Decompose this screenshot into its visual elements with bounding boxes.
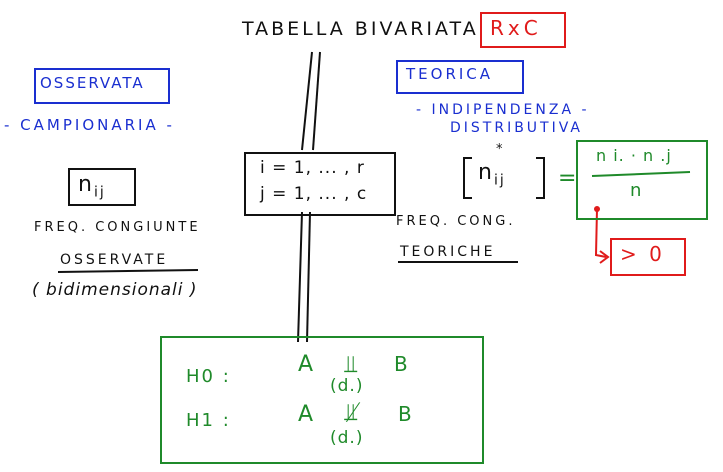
hypotheses-box xyxy=(160,336,484,464)
teoriche-label: TEORICHE xyxy=(400,244,496,260)
h0-note: (d.) xyxy=(330,376,364,396)
positive-box xyxy=(610,238,686,276)
teorica-box xyxy=(396,60,524,94)
title-badge-box xyxy=(480,12,566,48)
osservate-label: OSSERVATE xyxy=(60,252,169,268)
nij-theoretical-star: * xyxy=(496,142,505,157)
campionaria-label: - CAMPIONARIA - xyxy=(4,116,175,134)
h1-a: A xyxy=(298,402,316,427)
nij-theoretical: nij xyxy=(478,160,506,188)
index-i-range: i = 1, ... , r xyxy=(260,158,365,178)
osservata-box xyxy=(34,68,170,104)
positive-label: > 0 xyxy=(620,242,665,266)
formula-box xyxy=(576,140,708,220)
formula-numerator: n i. · n .j xyxy=(596,146,672,165)
nij-observed-symbol: n xyxy=(78,172,94,197)
h1-label: H1 : xyxy=(186,410,231,431)
diagram-title: TABELLA BIVARIATA xyxy=(242,18,479,40)
index-box xyxy=(244,152,396,216)
h1-note: (d.) xyxy=(330,428,364,448)
nij-theoretical-symbol: n xyxy=(478,160,494,185)
index-j-range: j = 1, ... , c xyxy=(260,184,368,204)
distributiva-label: DISTRIBUTIVA xyxy=(450,120,583,136)
bidimensionali-label: ( bidimensionali ) xyxy=(32,280,198,300)
freq-congiunte-label: FREQ. CONGIUNTE xyxy=(34,220,201,235)
formula-denominator: n xyxy=(630,180,644,201)
h0-independence-symbol: ⫫ xyxy=(344,350,360,378)
h1-b: B xyxy=(398,402,414,426)
freq-cong-label: FREQ. CONG. xyxy=(396,214,516,229)
nij-observed-subscript: ij xyxy=(93,184,106,201)
equals-sign: = xyxy=(558,166,579,191)
nij-observed-box xyxy=(68,168,136,206)
h0-b: B xyxy=(394,352,410,376)
osservata-header: OSSERVATA xyxy=(40,74,145,92)
nij-observed: nij xyxy=(78,172,106,200)
nij-theoretical-subscript: ij xyxy=(493,172,506,189)
teorica-header: TEORICA xyxy=(406,65,494,83)
h0-label: H0 : xyxy=(186,366,231,387)
h0-a: A xyxy=(298,352,316,377)
h1-dependence-symbol: ⫫̸ xyxy=(344,398,360,426)
indipendenza-label: - INDIPENDENZA - xyxy=(416,102,590,118)
title-badge: RxC xyxy=(490,16,542,40)
